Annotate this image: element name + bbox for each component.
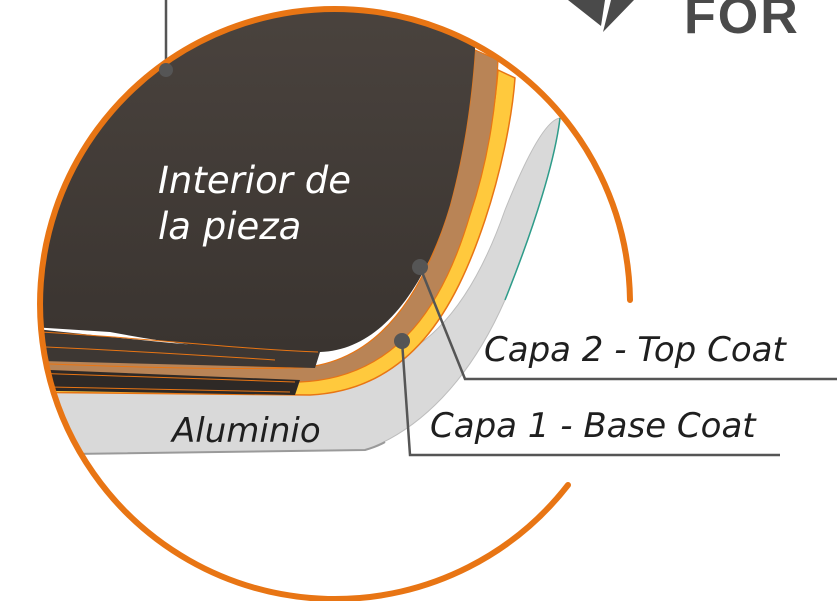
interior-label-line2: la pieza (158, 205, 302, 248)
base-coat-leader-line (400, 340, 780, 457)
magnifier-ring (37, 6, 633, 603)
interior-leader-dot (159, 63, 173, 77)
top-coat-label: Capa 2 - Top Coat (484, 330, 786, 370)
interior-label: Interior de la pieza (158, 158, 351, 250)
logo-chevron-icon (568, 0, 634, 32)
base-coat-label: Capa 1 - Base Coat (430, 406, 756, 446)
top-coat-leader-line (418, 266, 837, 381)
aluminio-label: Aluminio (172, 411, 321, 451)
brand-text: FOR (684, 0, 800, 45)
interior-label-line1: Interior de (158, 159, 351, 202)
